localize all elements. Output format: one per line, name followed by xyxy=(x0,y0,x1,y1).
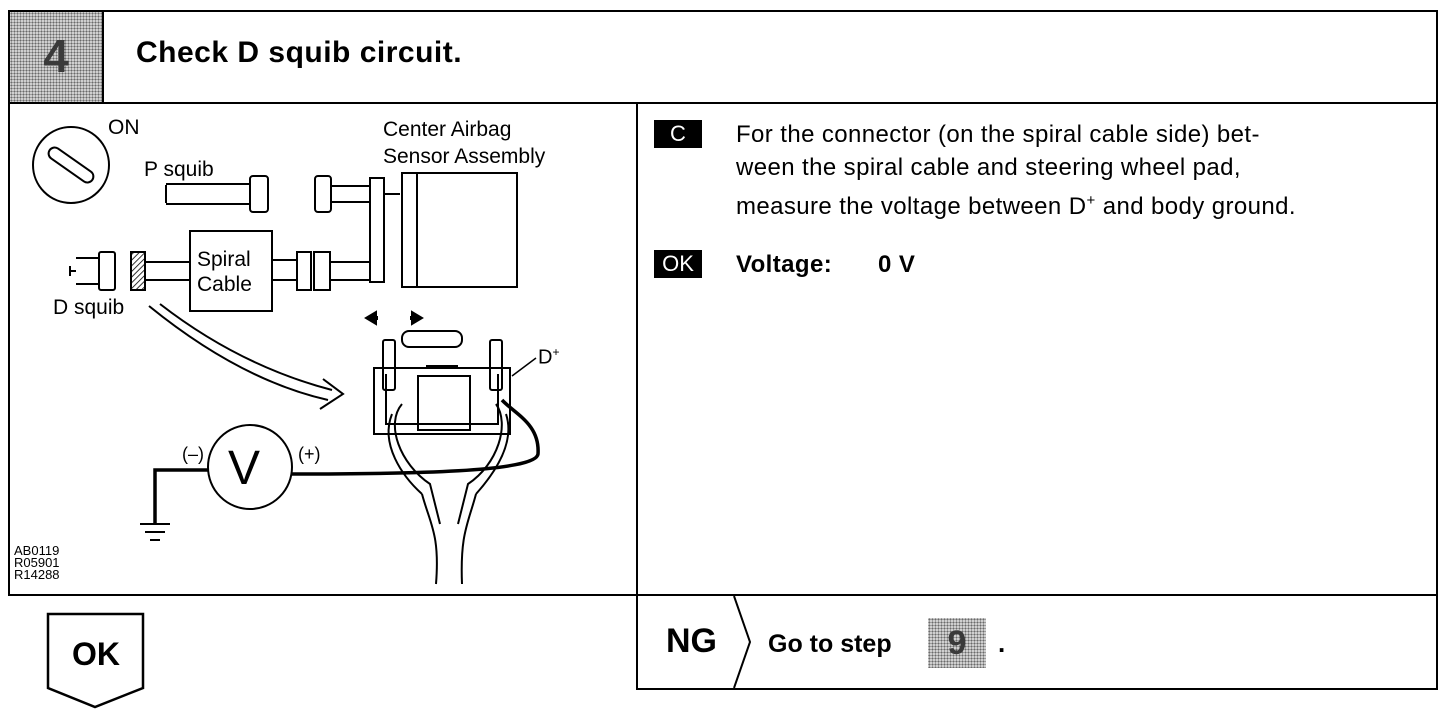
p-squib-label: P squib xyxy=(144,158,214,181)
ok-spec-label: Voltage: xyxy=(736,251,833,278)
ng-divider-chevron xyxy=(733,596,752,688)
connector-detail xyxy=(373,330,511,435)
ignition-switch-icon xyxy=(32,126,110,204)
minus-terminal-label: (–) xyxy=(182,444,204,464)
instruction-text: For the connector (on the spiral cable s… xyxy=(736,118,1426,223)
content-box xyxy=(8,102,1438,596)
voltmeter-symbol: V xyxy=(228,442,261,495)
detail-arrow xyxy=(159,303,333,391)
sensor-label-line1: Center Airbag xyxy=(383,118,512,141)
instruction-line-3-end: and body ground. xyxy=(1095,193,1296,220)
terminal-sup: + xyxy=(552,345,560,359)
instruction-line-2: ween the spiral cable and steering wheel… xyxy=(736,154,1241,181)
spiral-label-line2: Cable xyxy=(197,273,252,296)
ng-goto-period: . xyxy=(998,628,1006,658)
spiral-label-line1: Spiral xyxy=(197,248,251,271)
terminal-label: D xyxy=(538,346,553,369)
goto-step-badge[interactable]: 9 xyxy=(928,618,986,668)
instruction-line-3-sup: + xyxy=(1086,192,1096,209)
instruction-tag-c: C xyxy=(654,120,702,148)
step-title: Check D squib circuit. xyxy=(136,36,463,69)
voltmeter-icon xyxy=(207,424,293,510)
ok-spec-value: 0 V xyxy=(878,251,916,278)
ok-result-label: OK xyxy=(72,636,120,672)
ground-icon xyxy=(140,523,170,541)
center-airbag-sensor xyxy=(401,172,518,288)
squib-circuit-diagram xyxy=(32,126,540,585)
figure-code-1: AB0119 xyxy=(14,543,60,558)
instruction-line-1: For the connector (on the spiral cable s… xyxy=(736,121,1260,148)
d-squib-label: D squib xyxy=(53,296,125,319)
ok-spec-tag: OK xyxy=(654,250,702,278)
figure-code-3: R14288 xyxy=(14,567,60,582)
sensor-label-line2: Sensor Assembly xyxy=(383,145,546,168)
spiral-cable-box xyxy=(189,230,273,312)
plus-terminal-label: (+) xyxy=(298,444,321,464)
ok-result-arrow xyxy=(46,612,145,709)
instruction-line-3: measure the voltage between D+ and body … xyxy=(736,184,1426,223)
d-squib-connector xyxy=(69,251,190,291)
step-number-badge: 4 xyxy=(10,12,104,102)
terminal-d-plus-label: D+ xyxy=(538,340,559,370)
ng-goto-text: Go to step xyxy=(768,630,892,658)
column-divider xyxy=(636,102,638,689)
instruction-line-3-start: measure the voltage between D xyxy=(736,193,1087,220)
ignition-on-label: ON xyxy=(108,116,140,139)
ng-result-label: NG xyxy=(666,622,717,660)
p-squib-connector xyxy=(165,175,371,213)
ng-result-row xyxy=(636,596,1438,690)
figure-code-2: R05901 xyxy=(14,555,60,570)
